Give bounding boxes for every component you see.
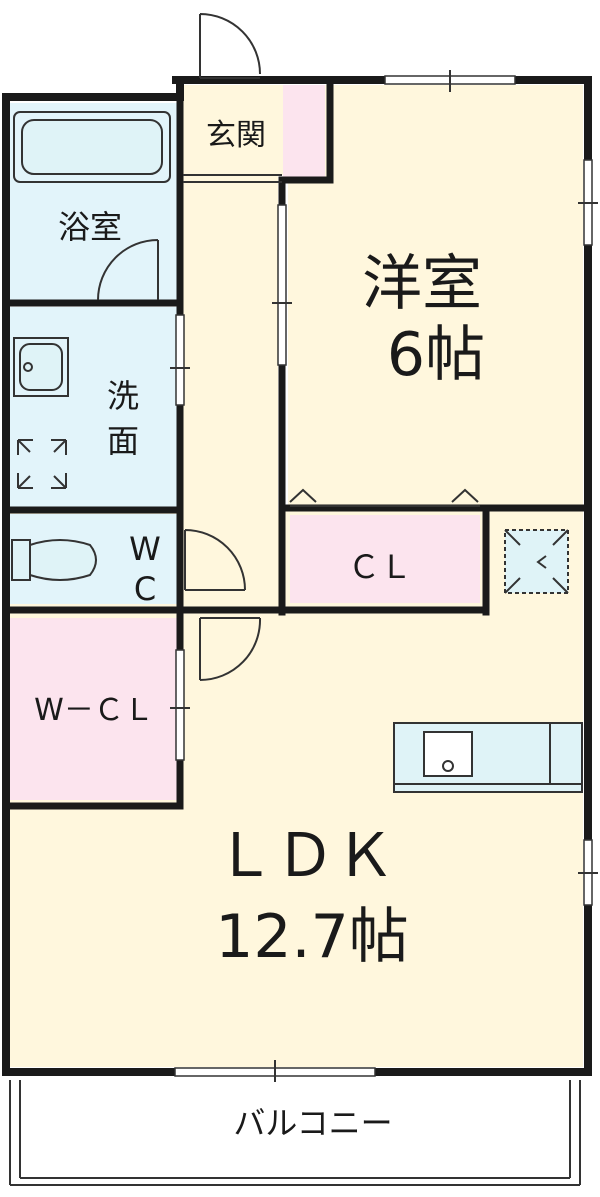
ldk-size: 12.7帖 [215,902,409,972]
toilet-icon [11,539,97,581]
hall-floor [183,172,278,602]
wcl-floor [10,618,178,800]
cl-label: ＣＬ [348,548,412,586]
yoshitsu-floor [288,85,583,505]
balcony-label: バルコニー [233,1104,392,1142]
genkan-step [283,85,325,177]
wcl-label: W－ＣＬ [34,693,154,728]
wc-label-2: C [134,570,156,608]
genkan-floor [183,85,283,175]
genkan-label: 玄関 [206,118,266,153]
yoshitsu-size: 6帖 [387,320,485,390]
cl-floor [290,515,480,603]
washroom-label-2: 面 [107,422,139,460]
bath-label: 浴室 [58,208,122,246]
window-ticks [170,70,598,1082]
yoshitsu-label: 洋室 [362,249,482,319]
kitchen-counter-icon [393,722,583,793]
bathtub-icon [13,111,171,183]
washing-machine-pan-icon [17,439,67,489]
balcony [9,1080,581,1186]
washroom-floor [10,307,178,507]
washroom-label-1: 洗 [107,377,139,415]
wc-label-1: W [129,530,161,568]
doors [97,13,480,681]
sink-icon [13,337,69,397]
ldk-label: ＬＤＫ [215,821,395,891]
refrigerator-space-icon [504,529,569,594]
